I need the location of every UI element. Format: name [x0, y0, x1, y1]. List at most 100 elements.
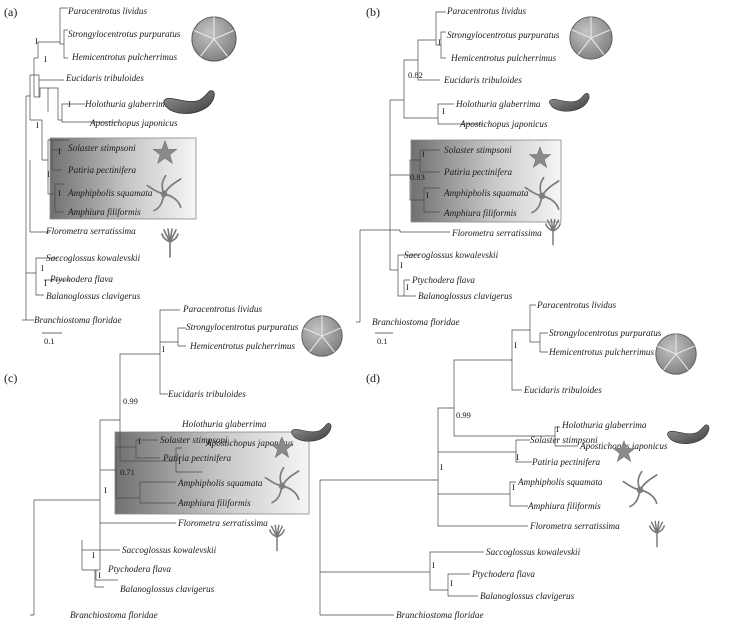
- node-mark: I: [512, 482, 515, 492]
- taxon-label: Saccoglossus kowalevskii: [486, 547, 581, 557]
- node-mark: I: [44, 54, 47, 64]
- taxon-label: Branchiostoma floridae: [396, 610, 484, 620]
- tree-branches: [319, 304, 578, 616]
- taxon-label: Amphipholis squamata: [67, 188, 153, 198]
- taxon-label: Strongylocentrotus purpuratus: [447, 30, 560, 40]
- taxon-label: Hemicentrotus pulcherrimus: [189, 341, 295, 351]
- taxon-label: Strongylocentrotus purpuratus: [549, 328, 662, 338]
- node-marks: I I I I I I I I I: [35, 36, 71, 288]
- taxon-label: Patiria pectinifera: [162, 453, 232, 463]
- node-mark: I: [516, 452, 519, 462]
- sea-urchin-icon: [569, 16, 613, 60]
- node-mark: I: [58, 146, 61, 156]
- taxon-label: Amphipholis squamata: [177, 478, 263, 488]
- panel-label: (c): [4, 371, 17, 385]
- node-mark: I: [68, 99, 71, 109]
- taxon-label: Ptychodera flava: [411, 275, 475, 285]
- taxon-label: Amphiura filiformis: [527, 501, 601, 511]
- taxon-label: Solaster stimpsoni: [160, 435, 228, 445]
- starfish-clade-box: [410, 139, 562, 223]
- taxon-label: Holothuria glaberrima: [455, 99, 541, 109]
- taxon-label: Ptychodera flava: [49, 274, 113, 284]
- taxon-label: Florometra serratissima: [45, 226, 136, 236]
- panel-c: (c) 0.99 0.71 I I I I I I Paracentrotus …: [4, 304, 343, 620]
- taxon-label: Eucidaris tribuloides: [523, 385, 602, 395]
- support-value: 0.99: [123, 396, 138, 406]
- node-mark: I: [400, 260, 403, 270]
- taxon-label: Strongylocentrotus purpuratus: [68, 29, 181, 39]
- sea-urchin-icon: [301, 315, 343, 357]
- node-mark: I: [92, 550, 95, 560]
- taxon-label: Branchiostoma floridae: [34, 315, 122, 325]
- taxon-label: Branchiostoma floridae: [70, 610, 158, 620]
- taxon-label: Amphiura filiformis: [177, 498, 251, 508]
- taxon-label: Amphipholis squamata: [517, 477, 603, 487]
- taxon-label: Eucidaris tribuloides: [167, 389, 246, 399]
- sea-cucumber-icon: [163, 90, 215, 114]
- support-value: 0.82: [408, 70, 423, 80]
- node-mark: I: [442, 106, 445, 116]
- node-mark: I: [36, 120, 39, 130]
- crinoid-icon: [161, 228, 179, 258]
- taxon-label: Florometra serratissima: [451, 228, 542, 238]
- panel-b: (b) 0.82 0.83 I I I I I I Paracentrotus …: [356, 5, 613, 346]
- node-mark: I: [138, 436, 141, 446]
- scale-bar-label: 0.1: [377, 336, 388, 346]
- taxon-label: Saccoglossus kowalevskii: [122, 545, 217, 555]
- taxon-label: Ptychodera flava: [107, 564, 171, 574]
- panel-a: (a) I I I I I I I I I Paracentrotus livi…: [4, 5, 237, 346]
- taxon-label: Florometra serratissima: [529, 521, 620, 531]
- node-mark: I: [162, 344, 165, 354]
- taxon-label: Saccoglossus kowalevskii: [404, 250, 499, 260]
- node-mark: I: [98, 570, 101, 580]
- taxon-label: Paracentrotus lividus: [182, 304, 262, 314]
- node-mark: I: [432, 560, 435, 570]
- taxon-label: Ptychodera flava: [471, 569, 535, 579]
- taxon-label: Patiria pectinifera: [443, 167, 513, 177]
- support-value: 0.83: [410, 172, 425, 182]
- taxon-label: Patiria pectinifera: [67, 165, 137, 175]
- crinoid-icon: [269, 524, 285, 552]
- sea-urchin-icon: [655, 333, 697, 375]
- node-marks: 0.82 0.83 I I I I I I: [400, 37, 445, 292]
- taxon-label: Solaster stimpsoni: [444, 145, 512, 155]
- node-mark: I: [406, 282, 409, 292]
- taxon-label: Apostichopus japonicus: [205, 438, 294, 448]
- taxon-label: Holothuria glaberrima: [561, 420, 647, 430]
- taxon-label: Balanoglossus clavigerus: [418, 291, 513, 301]
- taxon-label: Patiria pectinifera: [531, 457, 601, 467]
- taxon-label: Eucidaris tribuloides: [443, 75, 522, 85]
- taxon-label: Amphiura filiformis: [67, 207, 141, 217]
- sea-cucumber-icon: [291, 422, 332, 442]
- taxon-label: Paracentrotus lividus: [67, 6, 147, 16]
- taxon-label: Solaster stimpsoni: [530, 435, 598, 445]
- taxon-label: Solaster stimpsoni: [68, 143, 136, 153]
- node-mark: I: [426, 190, 429, 200]
- node-mark: I: [47, 169, 50, 179]
- taxon-label: Hemicentrotus pulcherrimus: [450, 53, 556, 63]
- node-mark: I: [438, 37, 441, 47]
- panel-label: (a): [4, 5, 17, 19]
- taxon-label: Eucidaris tribuloides: [65, 73, 144, 83]
- node-mark: I: [178, 456, 181, 466]
- taxon-label: Paracentrotus lividus: [536, 300, 616, 310]
- taxon-label: Apostichopus japonicus: [459, 119, 548, 129]
- taxon-label: Florometra serratissima: [177, 518, 268, 528]
- taxon-label: Balanoglossus clavigerus: [46, 291, 141, 301]
- node-mark: I: [35, 36, 38, 46]
- sea-cucumber-icon: [549, 92, 590, 112]
- node-mark: I: [41, 263, 44, 273]
- taxon-label: Holothuria glaberrima: [181, 419, 267, 429]
- node-mark: I: [104, 485, 107, 495]
- taxon-label: Amphipholis squamata: [443, 188, 529, 198]
- taxon-label: Paracentrotus lividus: [446, 6, 526, 16]
- node-mark: I: [450, 578, 453, 588]
- crinoid-icon: [649, 520, 665, 548]
- node-mark: I: [422, 149, 425, 159]
- tree-branches: [30, 309, 202, 616]
- tree-branches: [22, 7, 118, 321]
- brittle-star-icon: [622, 470, 658, 508]
- panel-d: (d) 0.99 I I I I I I I Paracentrotus liv…: [319, 300, 710, 620]
- panel-label: (b): [366, 5, 380, 19]
